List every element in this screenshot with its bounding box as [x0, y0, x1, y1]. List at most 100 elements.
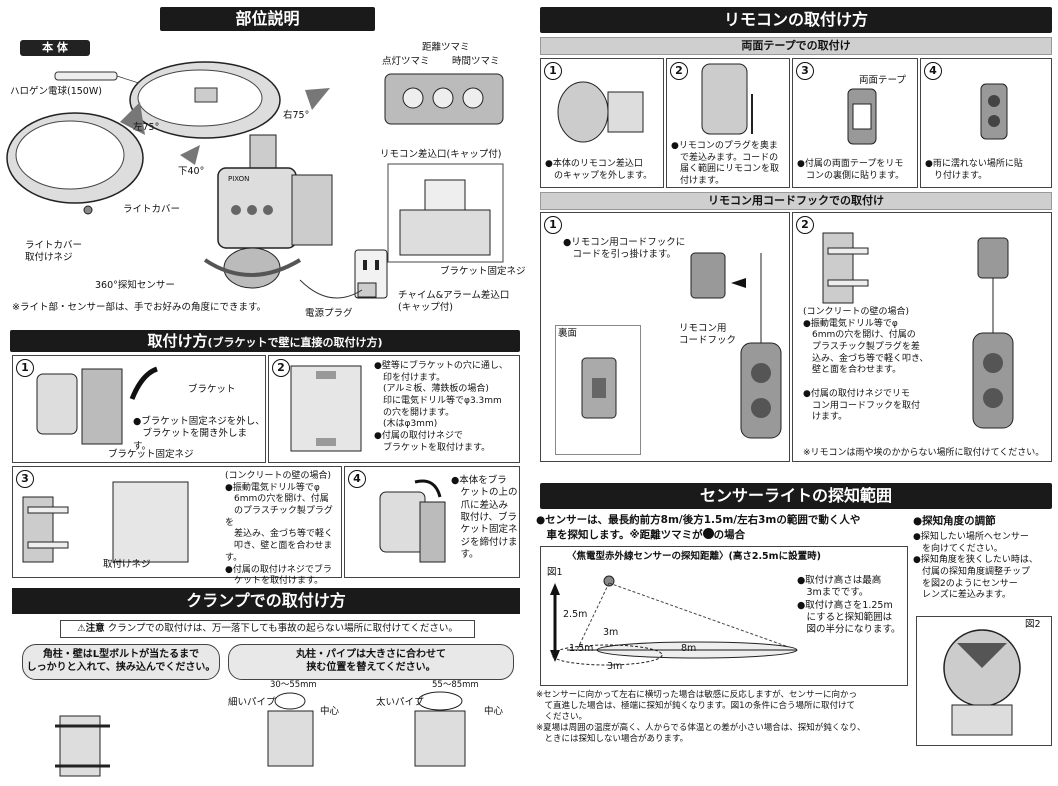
sensor-range-box: 〈焦電型赤外線センサーの探知距離〉(高さ2.5mに設置時) 図1 2.5m 3m… [540, 546, 908, 686]
parts-title-banner: 部位説明 [160, 7, 375, 31]
caution-label: 注意 [85, 623, 105, 634]
fig2-box: 図2 [916, 616, 1052, 746]
center-label-2: 中心 [484, 706, 504, 717]
hook-step-2: 2 (コンクリートの壁の場合) ●振動電気ドリル等でφ 6mmの穴を開け、付属の… [792, 212, 1052, 462]
hook-remote-mounted-illustration [972, 237, 1014, 429]
remote-title-banner: リモコンの取付け方 [540, 7, 1052, 33]
tape-step-1: 1 ●本体のリモコン差込口 のキャップを外します。 [540, 58, 664, 188]
label-cover-screw: ライトカバー 取付けネジ [25, 240, 83, 264]
clamp-illustrations [55, 691, 466, 777]
hook-step-2-text: (コンクリートの壁の場合) ●振動電気ドリル等でφ 6mmの穴を開け、付属の プ… [803, 307, 929, 423]
mount-subtitle: (ブラケットで壁に直接の取付け方) [207, 336, 383, 349]
knob-setting-icon [702, 527, 714, 539]
label-bracket-screw: ブラケット固定ネジ [440, 266, 526, 277]
sensor-main-text: ●センサーは、最長約前方8m/後方1.5m/左右3mの範囲で動く人や 車を探知し… [536, 514, 860, 542]
thick-range-label: 55～85mm [432, 680, 479, 690]
label-light-cover: ライトカバー [123, 204, 181, 215]
label-left75: 左75° [133, 122, 160, 133]
label-knob-time: 時間ツマミ [452, 56, 500, 67]
tape-label: 両面テープ [859, 75, 906, 86]
label-chime-port: チャイム&アラーム差込口 (キャップ付) [398, 290, 510, 314]
tape-step-2-text: ●リモコンのプラグを奥ま で差込みます。コードの 届く範囲にリモコンを取 付けま… [671, 141, 780, 187]
label-knob-distance: 距離ツマミ [422, 42, 470, 53]
back-distance-label: 1.5m [569, 643, 594, 654]
caution-text: クランプでの取付けは、万一落下しても事故の起らない場所に取付けてください。 [107, 623, 458, 634]
fig2-label: 図2 [1025, 619, 1041, 630]
tape-step-number-3: 3 [796, 62, 814, 80]
mount-step-2: 2 ●壁等にブラケットの穴に通し、 印を付けます。 (アルミ板、薄鉄板の場合) … [268, 355, 520, 463]
sensor-main-tail: の場合 [713, 528, 746, 541]
sensor-height-notes: ●取付け高さは最高 3mまでです。 ●取付け高さを1.25m にすると探知範囲は… [797, 575, 901, 636]
tape-step-4-text: ●雨に濡れない場所に貼 り付けます。 [925, 159, 1023, 181]
fig1-label: 図1 [547, 567, 563, 578]
hook-back-illustration [581, 357, 617, 419]
hook-step-number-2: 2 [796, 216, 814, 234]
tape-step-3: 3 両面テープ ●付属の両面テープをリモ コンの裏側に貼ります。 [792, 58, 918, 188]
clamp-left-note: 角柱・壁はL型ボルトが当たるまで しっかりと入れて、挟み込んでください。 [22, 644, 220, 680]
back-label: 裏面 [558, 328, 578, 339]
sensor-box-title: 〈焦電型赤外線センサーの探知距離〉(高さ2.5mに設置時) [567, 551, 821, 562]
cord-hook-illustration [690, 252, 782, 439]
thick-pipe-label: 太いパイプ [376, 697, 424, 708]
mount-step-1: 1 ブラケット ●ブラケット固定ネジを外し、 ブラケットを開き外します。 ブラケ… [12, 355, 266, 463]
hook-label: リモコン用 コードフック [679, 323, 737, 347]
front-distance-label: 8m [681, 643, 697, 654]
bracket-label: ブラケット [188, 384, 236, 395]
body-tag: 本 体 [20, 40, 90, 56]
clamp-caution: ⚠注意 クランプでの取付けは、万一落下しても事故の起らない場所に取付けてください… [60, 620, 475, 638]
step-number-1: 1 [16, 359, 34, 377]
label-right75: 右75° [283, 110, 310, 121]
label-brand: PIXON [228, 175, 250, 183]
parts-note: ※ライト部・センサー部は、手でお好みの角度にできます。 [12, 302, 267, 313]
product-illustration [6, 61, 504, 299]
warning-icon: ⚠ [77, 623, 86, 634]
step-number-2: 2 [272, 359, 290, 377]
tape-step-4: 4 ●雨に濡れない場所に貼 り付けます。 [920, 58, 1052, 188]
tape-step-number-1: 1 [544, 62, 562, 80]
back-side-inset: 裏面 [555, 325, 641, 455]
tape-title-bar: 両面テープでの取付け [540, 37, 1052, 55]
sensor-title-banner: センサーライトの探知範囲 [540, 483, 1052, 509]
tape-step-3-text: ●付属の両面テープをリモ コンの裏側に貼ります。 [797, 159, 905, 181]
remote-plug-illustration [701, 63, 753, 135]
sensor-bottom-notes: ※センサーに向かって左右に横切った場合は敏感に反応しますが、センサーに向かっ て… [536, 690, 866, 745]
remote-port-cap-illustration [557, 81, 644, 143]
concrete-wall-illustration [22, 481, 189, 563]
mount-step-4: 4 ●本体をブラ ケットの上の 爪に差込み 取付け、ブラ ケット固定ネ ジを締付… [344, 466, 520, 578]
hook-step-1: 1 ●リモコン用コードフックに コードを引っ掛けます。 リモコン用 コードフック… [540, 212, 790, 462]
tape-step-number-4: 4 [924, 62, 942, 80]
stick-remote-illustration [980, 83, 1008, 140]
hook-step-1-text: ●リモコン用コードフックに コードを引っ掛けます。 [563, 237, 686, 261]
mount-step-3: 3 取付けネジ (コンクリートの壁の場合) ●振動電気ドリル等でφ 6mmの穴を… [12, 466, 342, 586]
angle-text: ●探知したい場所へセンサー を向けてください。 ●探知角度を狭くしたい時は、 付… [913, 532, 1038, 601]
tape-step-number-2: 2 [670, 62, 688, 80]
label-remote-port: リモコン差込口(キャップ付) [380, 149, 502, 160]
side-label-1: 3m [603, 627, 619, 638]
bracket-screw-label: ブラケット固定ネジ [108, 449, 194, 460]
angle-title: ●探知角度の調節 [913, 515, 996, 527]
detection-range-diagram [550, 575, 798, 666]
tape-step-1-text: ●本体のリモコン差込口 のキャップを外します。 [545, 159, 653, 181]
mount-title: 取付け方 [147, 332, 208, 350]
hook-title-bar: リモコン用コードフックでの取付け [540, 192, 1052, 210]
label-power-plug: 電源プラグ [305, 308, 353, 319]
clamp-title-banner: クランプでの取付け方 [12, 588, 520, 614]
label-sensor360: 360°探知センサー [95, 280, 175, 291]
step-4-text: ●本体をブラ ケットの上の 爪に差込み 取付け、ブラ ケット固定ネ ジを締付けま… [451, 475, 518, 561]
angle-chip-illustration [943, 629, 1021, 736]
clamp-right-note: 丸柱・パイプは大きさに合わせて 挟む位置を替えてください。 [228, 644, 514, 680]
tape-step-2: 2 ●リモコンのプラグを奥ま で差込みます。コードの 届く範囲にリモコンを取 付… [666, 58, 790, 188]
center-label-1: 中心 [320, 706, 340, 717]
attach-body-illustration [379, 479, 446, 563]
thin-pipe-label: 細いパイプ [228, 697, 276, 708]
step-2-text: ●壁等にブラケットの穴に通し、 印を付けます。 (アルミ板、薄鉄板の場合) 印に… [374, 361, 508, 453]
mount-title-banner: 取付け方(ブラケットで壁に直接の取付け方) [10, 330, 520, 352]
bracket-illustration [36, 366, 158, 445]
step-number-3: 3 [16, 470, 34, 488]
bracket-front-illustration [290, 365, 362, 452]
drill-plug-illustration [822, 232, 869, 304]
step-3-text: (コンクリートの壁の場合) ●振動電気ドリル等でφ 6mmの穴を開け、付属 のプ… [225, 471, 334, 587]
side-label-2: 3m [607, 661, 623, 672]
step-number-4: 4 [348, 470, 366, 488]
label-halogen: ハロゲン電球(150W) [10, 86, 102, 97]
